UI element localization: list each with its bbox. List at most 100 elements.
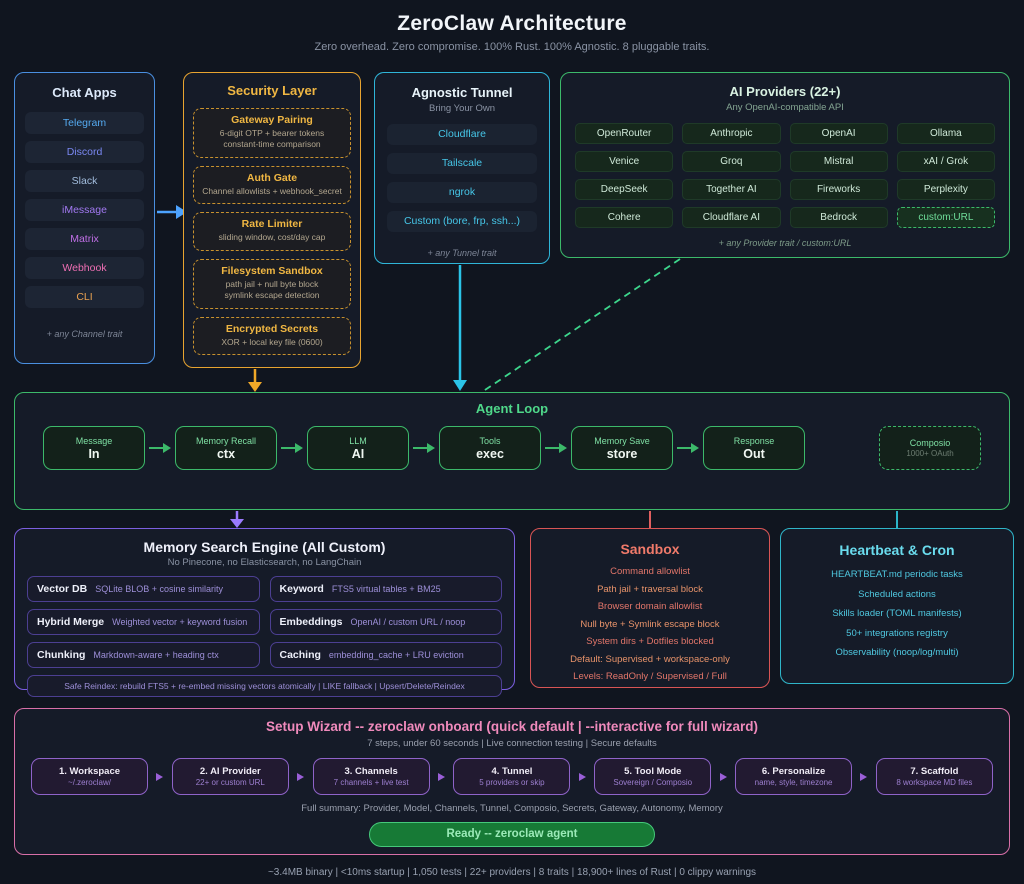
loop-step-label: Response — [733, 435, 775, 446]
wizard-step-personalize: 6. Personalize name, style, timezone — [735, 758, 853, 795]
agnostic-tunnel-box: Agnostic Tunnel Bring Your Own Cloudflar… — [374, 72, 550, 264]
security-item-title: Encrypted Secrets — [225, 322, 319, 335]
wizard-step-desc: Sovereign / Composio — [613, 778, 693, 787]
composio-label: Composio — [909, 438, 951, 448]
memory-caching: Caching embedding_cache + LRU eviction — [269, 642, 502, 668]
wizard-step-title: 5. Tool Mode — [624, 766, 682, 777]
loop-step-response-out: Response Out — [703, 426, 805, 470]
heartbeat-line: Skills loader (TOML manifests) — [832, 608, 962, 619]
memory-item-label: Caching — [279, 649, 321, 661]
wizard-step-desc: ~/.zeroclaw/ — [68, 778, 111, 787]
heartbeat-cron-box: Heartbeat & Cron HEARTBEAT.md periodic t… — [780, 528, 1014, 684]
provider-deepseek: DeepSeek — [575, 179, 674, 200]
loop-step-label: Tools — [479, 435, 501, 446]
providers-title: AI Providers (22+) — [729, 84, 841, 99]
wizard-step-tunnel: 4. Tunnel 5 providers or skip — [453, 758, 571, 795]
security-item-line: path jail + null byte block — [225, 278, 319, 289]
memory-vector-db: Vector DB SQLite BLOB + cosine similarit… — [27, 576, 260, 602]
wizard-arrow-right-icon — [297, 772, 305, 781]
provider-perplexity: Perplexity — [896, 179, 995, 200]
security-layer-title: Security Layer — [227, 83, 317, 98]
memory-grid: Vector DB SQLite BLOB + cosine similarit… — [27, 576, 502, 668]
heartbeat-line: HEARTBEAT.md periodic tasks — [831, 569, 963, 580]
wizard-arrow-right-icon — [860, 772, 868, 781]
chat-app-discord: Discord — [25, 141, 144, 163]
loop-arrow-right-icon — [677, 443, 699, 453]
security-item-title: Auth Gate — [246, 171, 298, 184]
memory-item-desc: Weighted vector + keyword fusion — [112, 617, 248, 627]
ai-providers-box: AI Providers (22+) Any OpenAI-compatible… — [560, 72, 1010, 258]
loop-step-value: In — [88, 446, 100, 461]
wizard-step-ai-provider: 2. AI Provider 22+ or custom URL — [171, 758, 289, 795]
page-title: ZeroClaw Architecture — [397, 12, 627, 35]
providers-subtitle: Any OpenAI-compatible API — [726, 102, 844, 113]
wizard-step-desc: 22+ or custom URL — [195, 778, 265, 787]
wizard-step-title: 6. Personalize — [761, 766, 826, 777]
memory-item-label: Hybrid Merge — [37, 616, 105, 628]
provider-bedrock: Bedrock — [789, 207, 888, 228]
tunnel-cloudflare: Cloudflare — [387, 124, 537, 145]
tunnel-custom: Custom (bore, frp, ssh...) — [387, 211, 537, 232]
loop-step-message-in: Message In — [43, 426, 145, 470]
loop-step-value: Out — [743, 446, 765, 461]
wizard-subtitle: 7 steps, under 60 seconds | Live connect… — [367, 738, 657, 749]
security-item-line: 6-digit OTP + bearer tokens — [219, 128, 325, 138]
loop-step-value: ctx — [216, 446, 236, 461]
wizard-step-workspace: 1. Workspace ~/.zeroclaw/ — [31, 758, 148, 795]
chat-app-imessage: iMessage — [25, 199, 144, 221]
composio-value: 1000+ OAuth — [906, 449, 954, 458]
memory-item-label: Chunking — [37, 649, 86, 661]
loop-step-llm: LLM AI — [307, 426, 409, 470]
tunnel-ngrok: ngrok — [387, 182, 537, 203]
loop-step-label: Memory Recall — [195, 435, 256, 446]
chat-app-matrix: Matrix — [25, 228, 144, 250]
security-item-line: symlink escape detection — [224, 290, 320, 301]
security-item-line: XOR + local key file (0600) — [221, 336, 323, 347]
memory-item-label: Vector DB — [37, 583, 88, 595]
loop-arrow-right-icon — [281, 443, 303, 453]
security-rate-limiter: Rate Limiter sliding window, cost/day ca… — [193, 212, 351, 251]
wizard-step-desc: 8 workspace MD files — [896, 778, 973, 787]
sandbox-line: Path jail + traversal block — [597, 583, 703, 595]
security-encrypted-secrets: Encrypted Secrets XOR + local key file (… — [193, 316, 351, 356]
sandbox-line: Browser domain allowlist — [597, 601, 703, 612]
provider-cohere: Cohere — [575, 207, 674, 228]
loop-arrow-right-icon — [413, 443, 435, 453]
security-item-line: sliding window, cost/day cap — [218, 232, 326, 243]
memory-title: Memory Search Engine (All Custom) — [143, 539, 386, 555]
loop-step-label: Message — [75, 435, 113, 446]
status-bar: ~3.4MB binary | <10ms startup | 1,050 te… — [267, 867, 757, 878]
provider-ollama: Ollama — [896, 123, 995, 144]
sandbox-title: Sandbox — [620, 541, 680, 557]
provider-openrouter: OpenRouter — [575, 123, 674, 144]
security-auth-gate: Auth Gate Channel allowlists + webhook_s… — [193, 165, 351, 205]
sandbox-line: Command allowlist — [610, 566, 690, 577]
wizard-arrow-right-icon — [719, 772, 727, 781]
provider-anthropic: Anthropic — [682, 123, 781, 144]
providers-grid: OpenRouter Anthropic OpenAI Ollama Venic… — [575, 123, 995, 228]
page-subtitle: Zero overhead. Zero compromise. 100% Rus… — [314, 41, 710, 53]
tunnel-title: Agnostic Tunnel — [411, 85, 513, 100]
tunnel-tailscale: Tailscale — [387, 153, 537, 174]
sandbox-line: Default: Supervised + workspace-only — [570, 653, 730, 665]
memory-item-desc: OpenAI / custom URL / noop — [350, 617, 466, 627]
memory-chunking: Chunking Markdown-aware + heading ctx — [27, 642, 260, 668]
security-layer-box: Security Layer Gateway Pairing 6-digit O… — [183, 72, 361, 368]
heartbeat-line: Scheduled actions — [858, 588, 936, 600]
tunnel-subtitle: Bring Your Own — [428, 103, 495, 114]
provider-cloudflare-ai: Cloudflare AI — [682, 207, 781, 228]
loop-step-value: AI — [351, 446, 365, 461]
security-item-line: constant-time comparison — [223, 139, 321, 150]
wizard-steps-row: 1. Workspace ~/.zeroclaw/ 2. AI Provider… — [31, 758, 993, 795]
security-item-line: Channel allowlists + webhook_secret — [202, 185, 342, 196]
security-to-loop-arrowhead-icon — [248, 382, 262, 392]
wizard-step-desc: 5 providers or skip — [479, 778, 545, 787]
chat-apps-trait-note: + any Channel trait — [46, 329, 123, 339]
wizard-title: Setup Wizard -- zeroclaw onboard (quick … — [266, 719, 758, 734]
agent-loop-title: Agent Loop — [475, 401, 549, 416]
provider-custom-url: custom:URL — [896, 207, 995, 228]
tunnel-to-loop-arrowhead-icon — [453, 380, 467, 391]
header: ZeroClaw Architecture Zero overhead. Zer… — [0, 12, 1024, 53]
sandbox-line: Null byte + Symlink escape block — [580, 618, 720, 630]
